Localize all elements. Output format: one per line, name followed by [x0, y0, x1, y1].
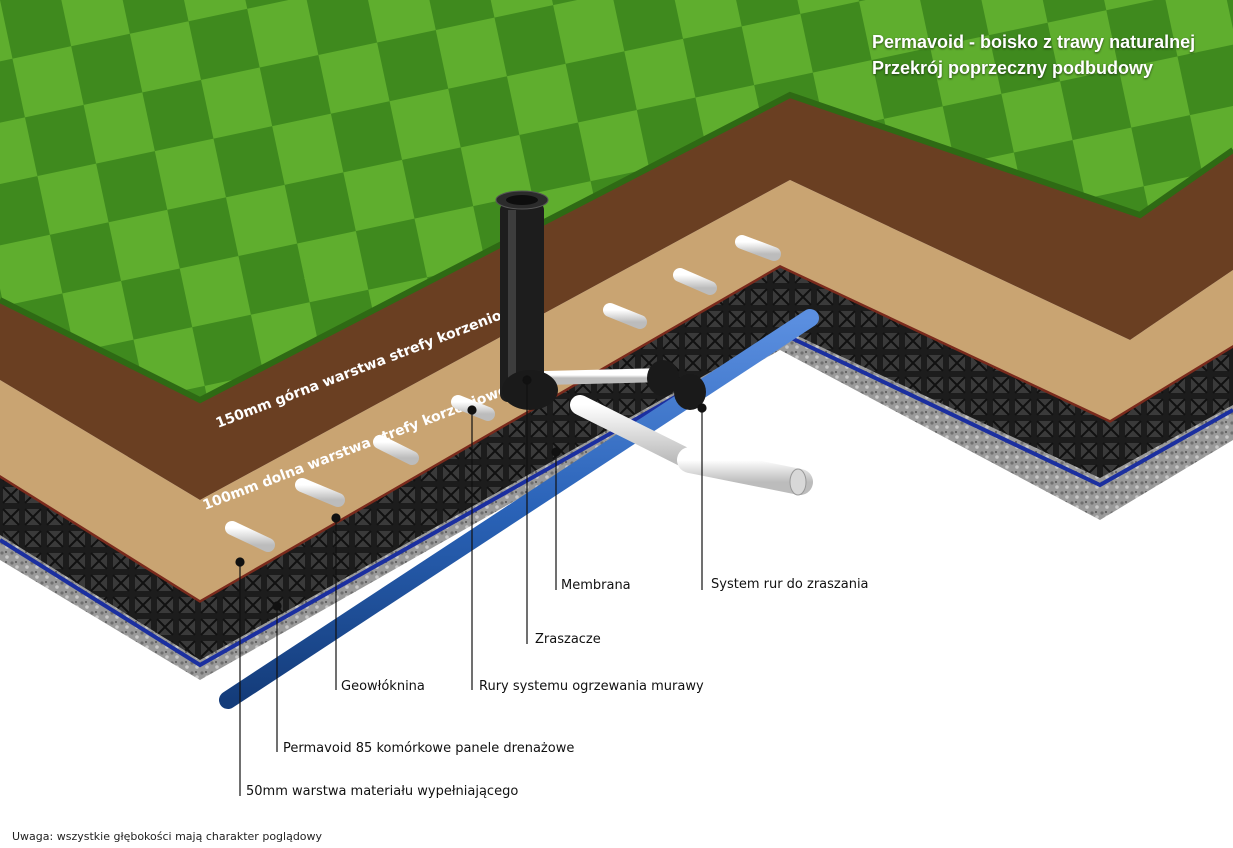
leader-dot: [697, 403, 707, 413]
leader-dot: [522, 375, 532, 385]
leader-dot: [467, 405, 477, 415]
lateral-pipe: [295, 478, 345, 507]
callout-geotextile: Geowłóknina: [341, 679, 425, 694]
riser-opening: [506, 195, 538, 205]
leader-dot: [235, 557, 245, 567]
callout-sprinklers: Zraszacze: [535, 632, 601, 647]
footnote: Uwaga: wszystkie głębokości mają charakt…: [12, 830, 323, 843]
heating-pipe: [219, 309, 819, 709]
irrigation-pipe-end: [789, 468, 807, 496]
irrigation-pipe-outlet: [677, 447, 813, 495]
lateral-pipes: [225, 235, 781, 552]
lateral-pipe: [603, 303, 647, 329]
lateral-pipe: [735, 235, 781, 261]
riser-highlight: [508, 210, 516, 390]
irrigation-pipe-main: [570, 395, 700, 470]
irrigation-pipe-system: [538, 368, 813, 496]
lateral-pipe: [673, 268, 717, 295]
upper-root-zone-layer: [0, 95, 1233, 500]
pipe-connector: [647, 360, 679, 396]
callout-heating-pipes: Rury systemu ogrzewania murawy: [479, 679, 704, 694]
riser-elbow: [502, 370, 558, 410]
grass-edge: [0, 91, 1233, 404]
diagram-subtitle: Przekrój poprzeczny podbudowy: [872, 58, 1154, 78]
callout-leaders: [235, 375, 707, 796]
callout-drainage-panels: Permavoid 85 komórkowe panele drenażowe: [283, 741, 575, 756]
leader-dot: [331, 513, 341, 523]
drainage-panels-layer: [0, 265, 1233, 660]
pipe-connector: [674, 374, 706, 410]
callout-fill-layer: 50mm warstwa materiału wypełniającego: [246, 784, 519, 799]
callout-irrigation-pipes: System rur do zraszania: [711, 577, 869, 592]
irrigation-riser-icon: [495, 190, 558, 410]
leader-dot: [551, 447, 561, 457]
callout-membrane: Membrana: [561, 578, 631, 593]
lateral-pipe: [225, 521, 275, 552]
lateral-pipe: [373, 435, 419, 465]
irrigation-pipe-branch: [538, 368, 672, 385]
grass-surface: [0, 0, 1233, 400]
leader-dot: [272, 601, 282, 611]
diagram-title: Permavoid - boisko z trawy naturalnej: [872, 32, 1196, 52]
